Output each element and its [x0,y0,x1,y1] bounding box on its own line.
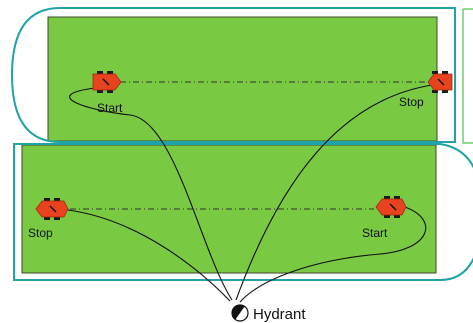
sprinkler-cart-icon [92,71,122,93]
top-stop-label: Stop [399,95,424,109]
hydrant-label: Hydrant [253,306,306,323]
hose-top-stop [235,84,433,301]
bottom-start-label: Start [362,226,388,240]
hose-bottom-start [239,206,427,303]
hydrant-icon [231,304,249,322]
lower-hose-loop [13,143,473,281]
bottom-stop-label: Stop [28,226,53,240]
upper-hose-loop [10,7,456,143]
adjacent-field-edge [462,8,473,144]
hose-top-start [69,87,233,301]
sprinkler-cart-icon [375,196,407,218]
hose-bottom-stop [67,209,231,302]
sprinkler-cart-icon [427,71,453,93]
sprinkler-cart-icon [35,198,69,220]
top-start-label: Start [97,101,123,115]
